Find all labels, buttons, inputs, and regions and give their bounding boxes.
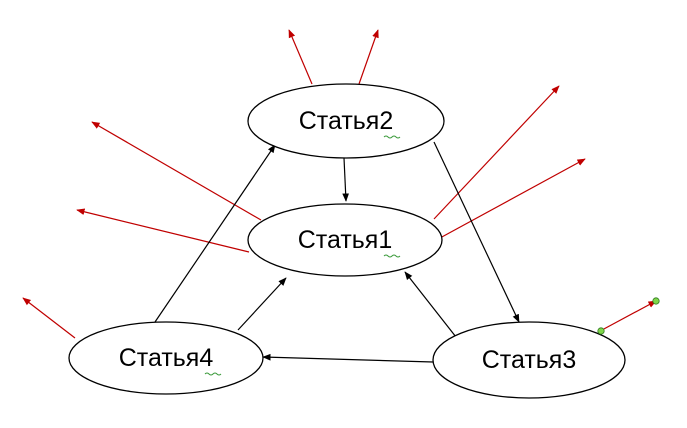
node-statya1-label: Статья1: [298, 226, 393, 254]
node-statya2[interactable]: Статья2: [247, 83, 445, 159]
external-link-node4: [22, 297, 76, 339]
spellcheck-underline: [204, 372, 222, 376]
link-node3-to-node1: [404, 271, 457, 338]
external-link-node1-right: [439, 158, 586, 239]
node-statya4[interactable]: Статья4: [68, 321, 264, 395]
link-node2-to-node1: [342, 157, 350, 202]
node-statya1[interactable]: Статья1: [247, 203, 443, 277]
external-link-node1-left: [76, 208, 250, 253]
selection-handle-start[interactable]: [597, 327, 605, 335]
external-link-node2-b: [358, 29, 379, 85]
internal-links: [154, 141, 520, 363]
node-statya3-shape: [432, 321, 626, 399]
external-links: [22, 29, 657, 339]
node-statya3[interactable]: Статья3: [432, 321, 626, 399]
link-node4-to-node1: [237, 277, 287, 331]
external-link-node1-upper-left: [91, 121, 262, 221]
external-link-node3: [601, 300, 657, 331]
spellcheck-underline: [383, 254, 401, 258]
node-statya1-shape: [247, 203, 443, 277]
selected-connector-handles[interactable]: [597, 297, 660, 335]
link-node3-to-node4: [262, 353, 434, 363]
external-link-node2-a: [288, 29, 313, 85]
node-statya4-label: Статья4: [119, 344, 214, 372]
node-statya3-label: Статья3: [482, 346, 577, 374]
node-statya2-shape: [247, 83, 445, 159]
external-link-node1-upper-right: [433, 85, 560, 220]
link-node2-to-node3: [433, 141, 520, 323]
node-statya2-label: Статья2: [299, 107, 394, 135]
node-statya4-shape: [68, 321, 264, 395]
selection-handle-end[interactable]: [652, 297, 660, 305]
link-node4-to-node2: [154, 144, 276, 323]
spellcheck-underline: [383, 135, 401, 139]
